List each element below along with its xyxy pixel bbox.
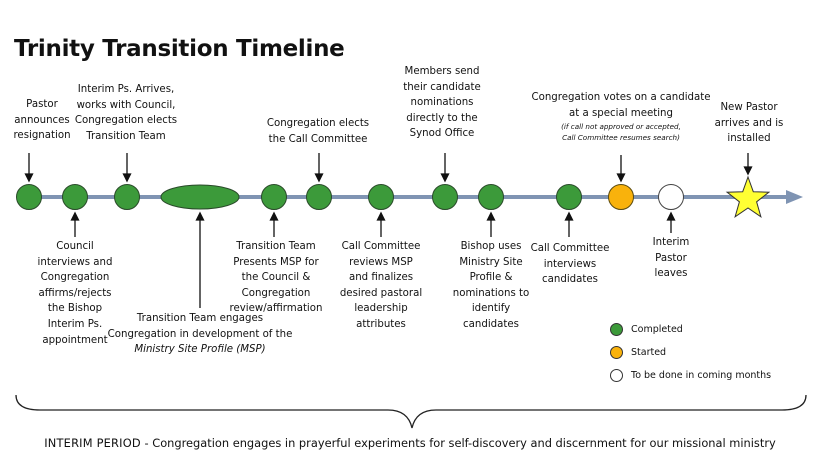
arrows-down xyxy=(24,153,753,183)
started-dot-icon xyxy=(610,346,623,359)
event-label-call-committee-reviews: Call Committee reviews MSP and finalizes… xyxy=(339,241,423,330)
arrows-up xyxy=(70,211,676,308)
interim-period-text: Congregation engages in prayerful experi… xyxy=(152,436,776,450)
interim-period-caption: INTERIM PERIOD - Congregation engages in… xyxy=(0,436,820,450)
interim-period-brace xyxy=(15,394,807,429)
event-label-call-committee-interviews: Call Committee interviews candidates xyxy=(530,243,610,286)
milestone-star-icon xyxy=(725,175,771,218)
completed-dot-icon xyxy=(610,323,623,336)
event-label-new-pastor: New Pastor arrives and is installed xyxy=(714,102,784,145)
page-title: Trinity Transition Timeline xyxy=(14,36,345,62)
legend-item-started: Started xyxy=(610,346,666,359)
milestone-msp-ellipse xyxy=(160,184,240,210)
event-label-congregation-votes: Congregation votes on a candidate at a s… xyxy=(531,92,711,143)
legend-item-completed: Completed xyxy=(610,323,683,336)
event-label-pastor-announces: Pastor announces resignation xyxy=(13,99,71,142)
milestone-12-dot-todo xyxy=(658,184,684,210)
milestone-5-dot xyxy=(261,184,287,210)
milestone-10-dot xyxy=(556,184,582,210)
milestone-7-dot xyxy=(368,184,394,210)
milestone-9-dot xyxy=(478,184,504,210)
event-label-elects-call-committee: Congregation elects the Call Committee xyxy=(266,118,370,145)
event-label-council-interviews: Council interviews and Congregation affi… xyxy=(37,241,113,346)
interim-period-heading: INTERIM PERIOD xyxy=(44,436,141,450)
event-label-members-send-nominations: Members send their candidate nominations… xyxy=(403,66,481,140)
milestone-3-dot xyxy=(114,184,140,210)
milestone-11-dot-started xyxy=(608,184,634,210)
timeline-arrowhead xyxy=(786,190,803,204)
event-label-bishop-uses-profile: Bishop uses Ministry Site Profile & nomi… xyxy=(452,241,530,330)
todo-dot-icon xyxy=(610,369,623,382)
milestone-1-dot xyxy=(16,184,42,210)
event-label-transition-team-msp: Transition Team engages Congregation in … xyxy=(107,313,293,356)
event-label-interim-pastor-leaves: Interim Pastor leaves xyxy=(652,237,690,280)
milestone-8-dot xyxy=(432,184,458,210)
legend-item-todo: To be done in coming months xyxy=(610,369,771,382)
event-label-interim-arrives: Interim Ps. Arrives, works with Council,… xyxy=(74,84,178,142)
milestone-6-dot xyxy=(306,184,332,210)
milestone-2-dot xyxy=(62,184,88,210)
interim-period-separator: - xyxy=(140,436,153,450)
event-label-presents-msp: Transition Team Presents MSP for the Cou… xyxy=(229,241,323,315)
